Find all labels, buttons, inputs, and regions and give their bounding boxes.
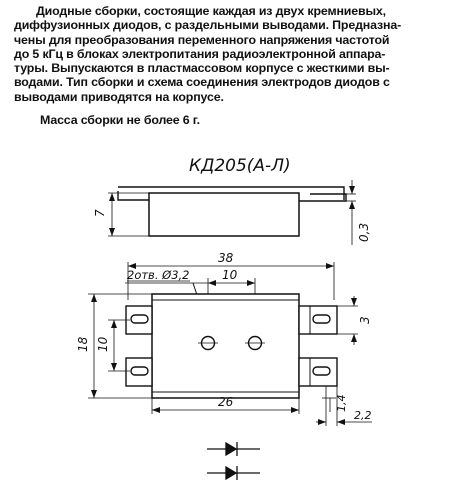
description-line: Диодные сборки, состоящие каждая из двух… [36,4,386,18]
dim-body-width: 26 [218,395,234,409]
dim-lead-pitch: 10 [96,336,110,352]
description-line: выводами приводятся на корпусе. [14,89,224,104]
dim-height-side: 7 [93,209,107,217]
hole-note: 2отв. Ø3,2 [127,268,189,282]
description-text: Диодные сборки, состоящие каждая из двух… [14,4,440,104]
diode-symbol [207,465,260,481]
description-line: до 5 кГц в блоках электропитания радиоэл… [14,46,386,61]
mass-text: Масса сборки не более 6 г. [40,113,200,127]
description-line: туры. Выпускаются в пластмассовом корпус… [14,61,390,76]
side-view [108,180,356,245]
dim-lead-thickness: 0,3 [357,223,371,242]
diode-symbol [207,441,260,457]
dim-lead-gap: 1,4 [335,395,348,413]
top-view [88,262,372,426]
dim-overall-width: 38 [218,251,234,265]
dim-hole-spacing: 10 [222,268,238,282]
dim-height-total: 18 [76,336,90,352]
drawing-title: КД205(А-Л) [189,156,291,176]
dim-lead-width: 3 [358,316,372,324]
dim-lead-len: 2,2 [354,409,372,422]
description-line: чены для преобразования переменного напр… [14,32,390,47]
description-line: водами. Тип сборки и схема соединения эл… [14,75,390,90]
description-line: диффузионных диодов, с раздельными вывод… [14,18,402,33]
